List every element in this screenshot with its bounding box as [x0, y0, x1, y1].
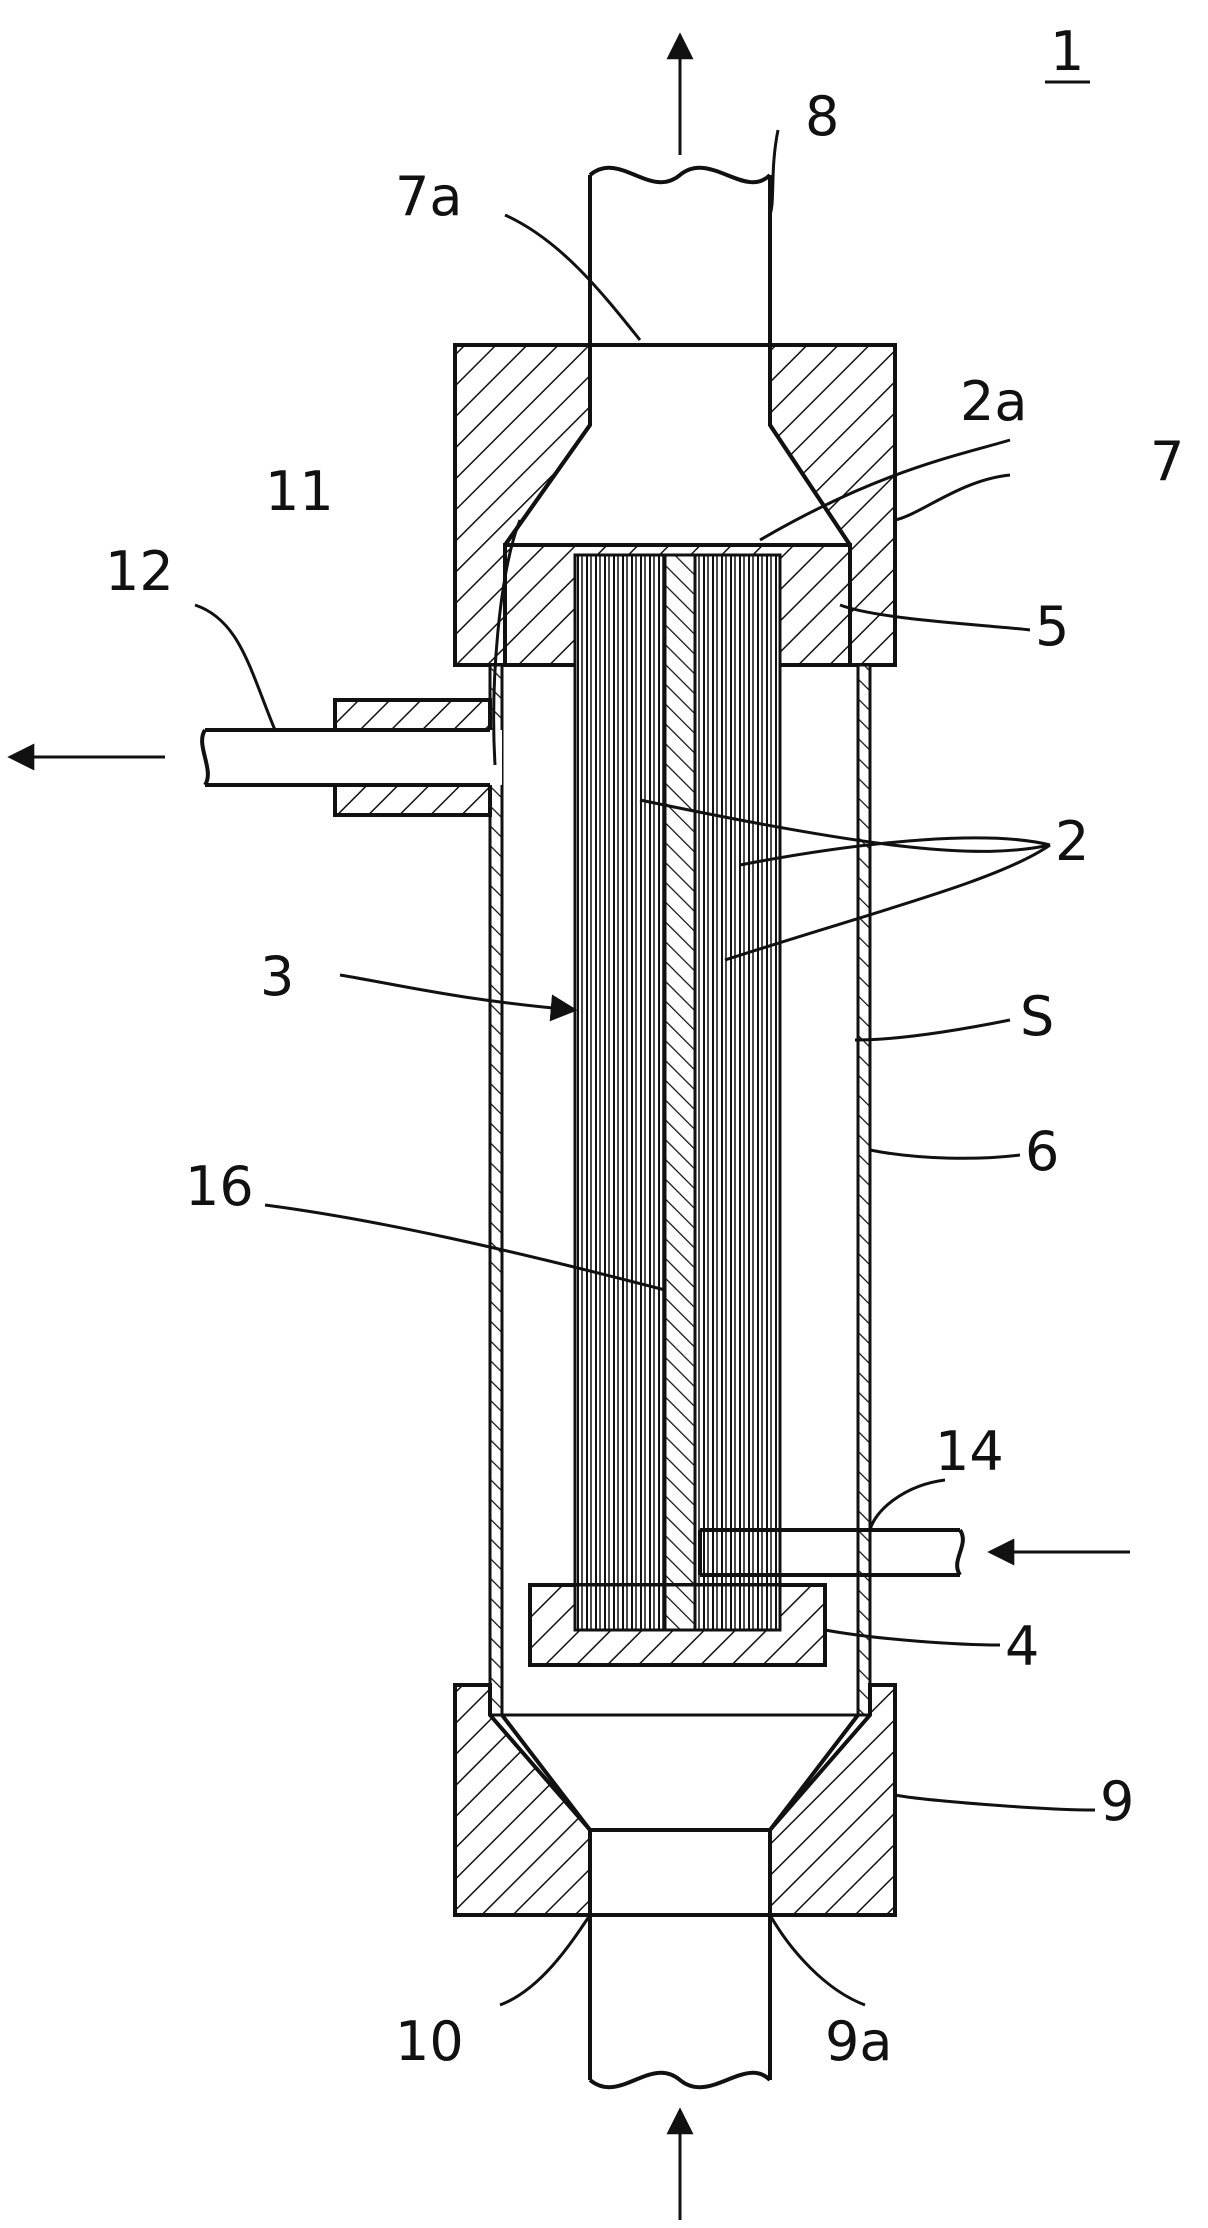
side-pipe	[200, 728, 490, 787]
housing	[488, 663, 872, 1717]
figure-label: 1	[1050, 20, 1084, 83]
label-side-port: 11	[265, 460, 334, 523]
label-inlet-pipe: 10	[395, 2010, 464, 2073]
label-space: S	[1020, 985, 1054, 1048]
center-tube	[663, 553, 697, 1632]
label-hollow-fibers: 2	[1055, 810, 1089, 873]
lower-header	[453, 1683, 897, 1917]
label-center-tube: 16	[185, 1155, 254, 1218]
outlet-pipe	[588, 165, 772, 347]
label-inlet-port: 9a	[825, 2010, 892, 2073]
label-fiber-end: 2a	[960, 370, 1027, 433]
side-port	[333, 698, 502, 817]
label-side-pipe: 12	[105, 540, 174, 603]
label-lower-header: 9	[1100, 1770, 1134, 1833]
label-side-inlet-pipe: 14	[935, 1420, 1004, 1483]
labels: 1 8 7a 7 2a 5 11 12 2 3 S 6 16 14 4 9 9a…	[105, 20, 1184, 2073]
label-upper-header: 7	[1150, 430, 1184, 493]
lower-potting	[528, 1583, 827, 1667]
label-outlet-pipe: 8	[805, 85, 839, 148]
label-housing: 6	[1025, 1120, 1059, 1183]
label-lower-potting: 4	[1005, 1615, 1039, 1678]
label-outlet-port: 7a	[395, 165, 462, 228]
inlet-pipe	[588, 1915, 772, 2090]
leader-lines	[194, 129, 1096, 2007]
label-upper-potting: 5	[1035, 595, 1069, 658]
side-inlet-pipe	[698, 1528, 965, 1577]
label-fiber-bundle: 3	[260, 945, 294, 1008]
